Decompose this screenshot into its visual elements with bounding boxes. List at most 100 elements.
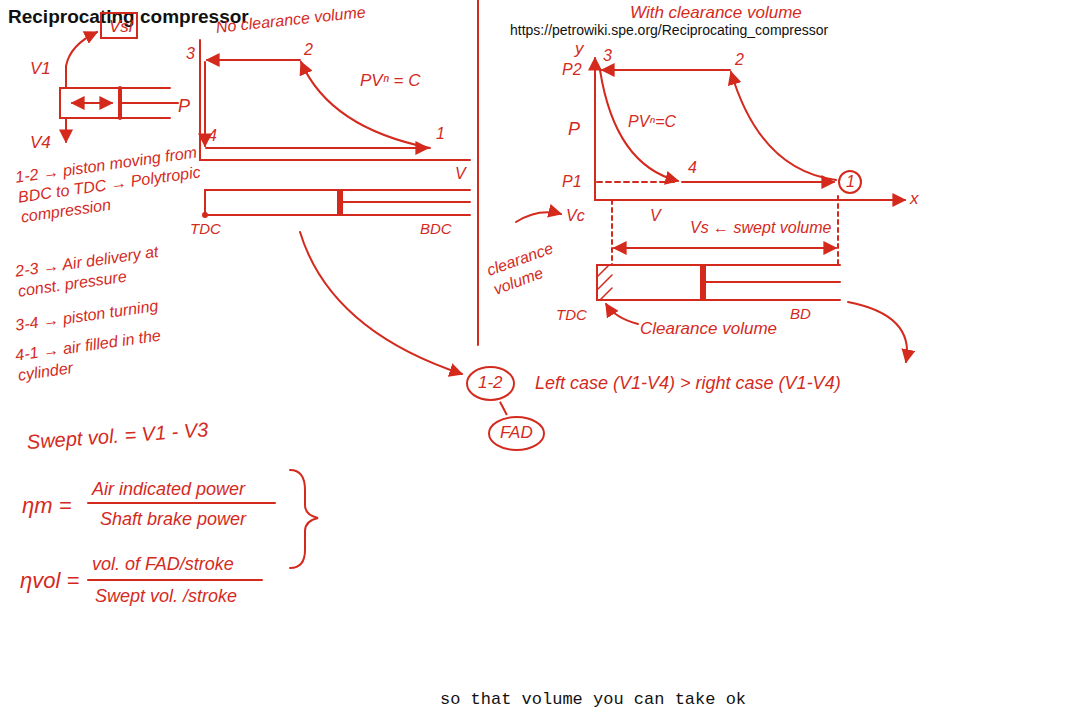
handwritten-label: 1 xyxy=(436,125,445,142)
handwritten-label: Clearance volume xyxy=(640,319,777,338)
handwritten-label: clearance volume xyxy=(484,239,555,297)
divider-line xyxy=(477,0,479,345)
volume-box: Vsl xyxy=(100,12,138,39)
handwritten-label: 4 xyxy=(688,159,697,176)
handwritten-label: Vc xyxy=(566,206,585,226)
suction-line xyxy=(206,147,428,149)
handwritten-label: 4 xyxy=(208,127,217,144)
handwritten-label: Swept vol. = V1 - V3 xyxy=(26,418,209,453)
bdc-dashed-line xyxy=(837,196,839,265)
handwritten-label: V xyxy=(455,164,466,184)
handwritten-label: PVⁿ = C xyxy=(360,70,421,91)
connector-line xyxy=(500,402,507,415)
node-text: FAD xyxy=(500,423,533,443)
handwritten-label: TDC xyxy=(556,306,587,323)
handwritten-label: With clearance volume xyxy=(630,2,802,23)
circled-note: 1-2 xyxy=(466,366,515,401)
handwritten-label: vol. of FAD/stroke xyxy=(92,554,234,574)
tdc-dot xyxy=(202,212,208,218)
p1-dashed-line xyxy=(597,181,676,183)
handwritten-label: https://petrowiki.spe.org/Reciprocating_… xyxy=(510,22,828,38)
handwritten-label: vol. of FAD/stroke xyxy=(92,553,234,576)
handwritten-label: y xyxy=(575,38,584,59)
handwritten-label: 2 xyxy=(735,50,744,70)
handwritten-label: P1 xyxy=(562,173,582,190)
handwritten-label: Vs ← swept volume xyxy=(690,219,831,236)
piston-rod xyxy=(343,201,470,203)
compression-curve xyxy=(731,72,836,180)
curly-bracket xyxy=(290,470,318,568)
handwritten-label: 3 xyxy=(603,46,612,66)
handwritten-label: 4 xyxy=(208,126,217,146)
handwritten-label: ηvol = xyxy=(20,567,79,595)
inlet-pipe xyxy=(66,32,97,88)
handwritten-label: P xyxy=(178,96,190,116)
pressure-drop-line xyxy=(204,62,206,146)
handwritten-label: P xyxy=(178,95,190,118)
node-text: 1-2 xyxy=(478,373,503,393)
ellipse-outline xyxy=(467,367,514,400)
subtitle-caption: so that volume you can take ok xyxy=(440,690,746,709)
handwritten-label: 2 xyxy=(304,41,313,58)
clearance-hatch xyxy=(597,265,612,300)
handwritten-label: BDC xyxy=(420,220,452,239)
handwritten-label: V xyxy=(650,207,661,224)
handwritten-label: https://petrowiki.spe.org/Reciprocating_… xyxy=(510,22,828,40)
handwritten-label: V4 xyxy=(30,132,51,153)
handwritten-label: V4 xyxy=(30,133,51,152)
handwritten-label: 4-1 → air filled in the cylinder xyxy=(14,327,162,384)
handwritten-label: BD xyxy=(790,305,811,324)
subtitle-caption: so that volume you can take ok xyxy=(440,690,746,709)
delivery-line xyxy=(207,59,300,61)
handwritten-label: clearance volume xyxy=(484,231,582,299)
handwritten-label: x xyxy=(910,189,919,208)
handwritten-label: 1 xyxy=(846,173,855,190)
handwritten-label: V xyxy=(650,206,661,226)
handwritten-label: 3 xyxy=(186,44,195,64)
piston xyxy=(337,190,343,215)
piston-rod xyxy=(706,281,840,283)
outlet-pipe xyxy=(65,118,67,142)
handwritten-label: TDC xyxy=(190,220,221,237)
leader-arrow xyxy=(606,304,638,324)
handwritten-label: Swept vol. = V1 - V3 xyxy=(26,417,209,455)
handwritten-label: ηvol = xyxy=(20,568,79,593)
handwritten-label: Left case (V1-V4) > right case (V1-V4) xyxy=(535,372,841,395)
handwritten-label: ηm = xyxy=(22,493,72,518)
handwritten-label: y xyxy=(575,39,584,58)
handwritten-label: Left case (V1-V4) > right case (V1-V4) xyxy=(535,373,841,393)
handwritten-label: V1 xyxy=(30,58,51,79)
node-text: Vsl xyxy=(109,17,129,37)
pv-axes xyxy=(200,40,470,160)
handwritten-label: Shaft brake power xyxy=(100,509,246,529)
handwritten-label: 2-3 → Air delivery at const. pressure xyxy=(14,243,159,300)
handwritten-label: 2-3 → Air delivery at const. pressure xyxy=(14,236,208,302)
handwritten-label: PVⁿ=C xyxy=(628,113,676,130)
compression-curve xyxy=(301,62,430,148)
handwritten-label: BD xyxy=(790,305,811,322)
handwritten-label: Vs ← swept volume xyxy=(690,218,831,238)
handwritten-label: PVⁿ=C xyxy=(628,112,676,132)
handwritten-label: Air indicated power xyxy=(92,478,245,501)
handwritten-label: Shaft brake power xyxy=(100,508,246,531)
handwritten-label: PVⁿ = C xyxy=(360,71,421,90)
expansion-curve xyxy=(600,70,678,181)
handwritten-label: P xyxy=(568,118,580,141)
handwritten-label: Swept vol. /stroke xyxy=(95,586,237,606)
handwritten-label: 1 xyxy=(436,124,445,144)
leader-arrow xyxy=(516,212,561,222)
leader-arrow xyxy=(300,232,462,374)
handwritten-label: TDC xyxy=(556,306,587,325)
handwritten-label: x xyxy=(910,188,919,209)
handwritten-label: ηm = xyxy=(22,492,72,520)
x-axis xyxy=(595,199,905,201)
circled-note: FAD xyxy=(488,416,545,451)
handwritten-label: P2 xyxy=(562,61,582,78)
fraction-line xyxy=(88,579,262,581)
handwritten-label: BDC xyxy=(420,220,452,237)
clearance-dashed-line xyxy=(611,200,613,265)
handwritten-label: 4 xyxy=(688,158,697,178)
